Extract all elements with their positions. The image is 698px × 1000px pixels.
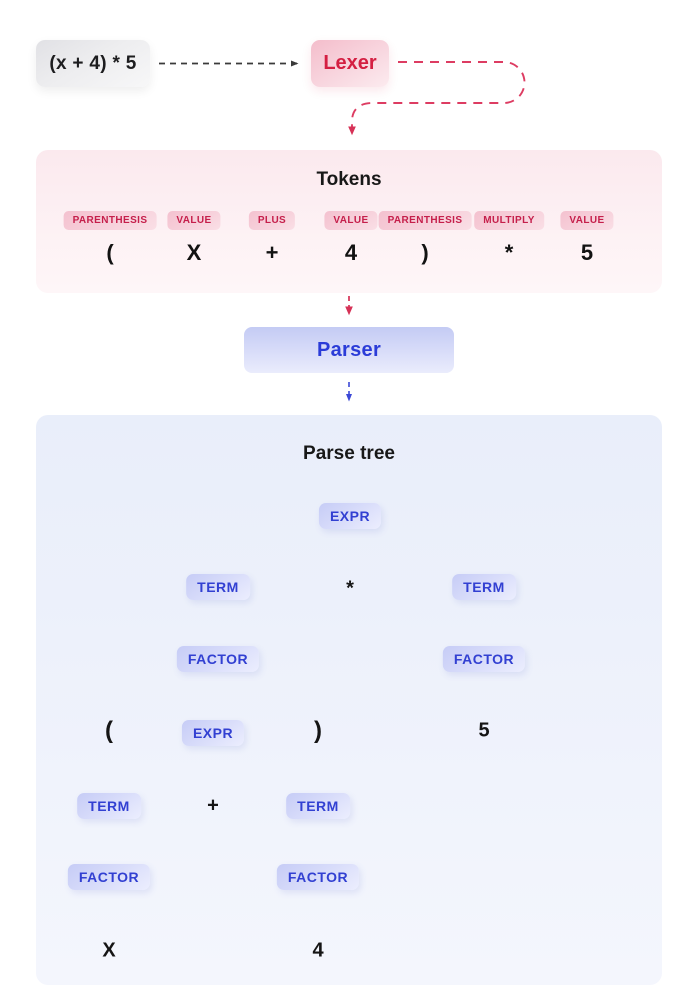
token-column: VALUE X bbox=[167, 211, 221, 265]
parse-tree-panel: Parse tree bbox=[36, 415, 662, 985]
token-column: VALUE 5 bbox=[560, 211, 614, 265]
tokens-title: Tokens bbox=[316, 169, 382, 190]
token-type-badge: PARENTHESIS bbox=[63, 211, 157, 230]
tree-leaf-five: 5 bbox=[478, 719, 490, 742]
token-value: X bbox=[186, 240, 202, 265]
tree-leaf-plus: + bbox=[207, 794, 219, 817]
parser-stage: Parser bbox=[244, 327, 454, 373]
token-column: PARENTHESIS ( bbox=[63, 211, 157, 265]
tree-node-expr-root: EXPR bbox=[318, 503, 382, 529]
tree-node-factor-left: FACTOR bbox=[176, 646, 260, 672]
token-value: ) bbox=[421, 240, 429, 265]
token-column: VALUE 4 bbox=[324, 211, 378, 265]
token-value: ( bbox=[106, 240, 114, 265]
tree-node-factor-inner-r: FACTOR bbox=[276, 864, 360, 890]
lexer-label: Lexer bbox=[323, 52, 377, 74]
token-type-badge: VALUE bbox=[560, 211, 614, 230]
token-column: MULTIPLY * bbox=[474, 211, 544, 265]
source-expression-label: (x + 4) * 5 bbox=[49, 52, 137, 74]
tree-node-term-right: TERM bbox=[452, 574, 516, 600]
source-expression: (x + 4) * 5 bbox=[36, 40, 150, 87]
tree-leaf-four: 4 bbox=[312, 939, 324, 962]
token-column: PLUS + bbox=[248, 211, 296, 265]
token-type-badge: PLUS bbox=[248, 211, 296, 230]
parser-label: Parser bbox=[316, 338, 382, 361]
token-type-badge: VALUE bbox=[167, 211, 221, 230]
lexer-stage: Lexer bbox=[311, 40, 389, 87]
tree-leaf-star: * bbox=[346, 577, 354, 600]
token-type-badge: PARENTHESIS bbox=[378, 211, 472, 230]
tree-node-factor-right: FACTOR bbox=[442, 646, 526, 672]
tree-leaf-rparen: ) bbox=[314, 717, 322, 744]
tree-node-term-inner-r: TERM bbox=[286, 793, 350, 819]
tree-node-factor-inner-l: FACTOR bbox=[67, 864, 151, 890]
tree-node-term-left: TERM bbox=[186, 574, 250, 600]
token-type-badge: VALUE bbox=[324, 211, 378, 230]
tree-node-term-inner-l: TERM bbox=[77, 793, 141, 819]
token-value: * bbox=[504, 240, 514, 265]
tokens-panel: Tokens PARENTHESIS ( VALUE X PLUS + VALU… bbox=[36, 150, 662, 293]
tree-leaf-lparen: ( bbox=[105, 717, 113, 744]
token-value: 4 bbox=[344, 240, 358, 265]
token-value: 5 bbox=[580, 240, 594, 265]
token-column: PARENTHESIS ) bbox=[378, 211, 472, 265]
token-value: + bbox=[265, 240, 279, 265]
token-type-badge: MULTIPLY bbox=[474, 211, 544, 230]
parse-tree-title: Parse tree bbox=[303, 443, 395, 464]
tree-node-expr-inner: EXPR bbox=[181, 720, 245, 746]
arrow-lexer-to-tokens bbox=[348, 61, 526, 136]
tree-leaf-x: X bbox=[102, 939, 116, 962]
